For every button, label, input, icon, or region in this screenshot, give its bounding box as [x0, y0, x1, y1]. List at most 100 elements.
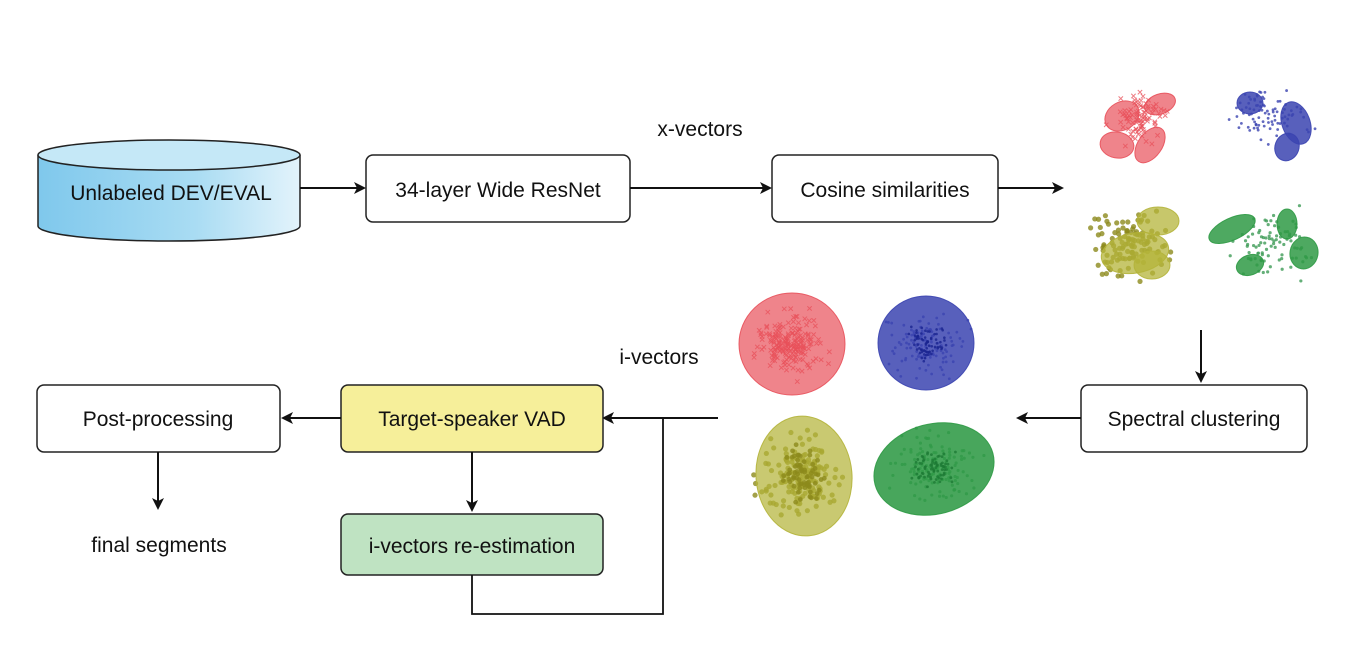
- green-cluster-point: [938, 480, 942, 484]
- green-cluster-point: [1299, 279, 1303, 283]
- red-cluster-point: [807, 336, 813, 342]
- olive-cluster-point: [816, 487, 822, 493]
- blue-cluster-point: [940, 347, 943, 351]
- green-cluster-point: [923, 465, 927, 469]
- green-cluster-point: [920, 454, 924, 458]
- blue-cluster-point: [917, 337, 921, 340]
- red-cluster-point: [1128, 131, 1134, 137]
- blue-cluster-point: [1263, 90, 1267, 94]
- olive-cluster-point: [795, 489, 801, 495]
- resnet-box: 34-layer Wide ResNet: [365, 154, 631, 223]
- blue-cluster-point: [939, 340, 942, 344]
- olive-cluster-point: [1114, 220, 1120, 226]
- blue-cluster-point: [927, 353, 930, 357]
- blue-cluster-point: [1278, 99, 1282, 103]
- green-cluster-point: [943, 468, 947, 472]
- olive-cluster-point: [806, 482, 812, 488]
- green-cluster-point: [1264, 219, 1269, 223]
- red-cluster-point: [1152, 119, 1158, 125]
- blue-cluster-point: [944, 343, 948, 347]
- blue-cluster-point: [1276, 121, 1280, 125]
- blue-cluster-point: [1273, 118, 1277, 122]
- green-cluster-point: [1280, 253, 1284, 257]
- green-cluster-point: [916, 458, 920, 461]
- green-cluster-point: [1256, 251, 1260, 256]
- green-cluster-point: [926, 474, 930, 478]
- red-cluster-point: [1133, 126, 1139, 132]
- blue-cluster-point: [1254, 122, 1258, 126]
- red-cluster-point: [1152, 120, 1158, 126]
- red-cluster-point: [768, 337, 774, 343]
- xvector-cluster-scatter: [1088, 89, 1319, 284]
- green-cluster-point: [1246, 242, 1250, 247]
- green-cluster-point: [1228, 254, 1232, 258]
- blue-cluster-point: [1251, 117, 1255, 121]
- olive-cluster-ellipse: [1136, 206, 1180, 236]
- green-cluster-point: [936, 475, 940, 479]
- blue-cluster-point: [1257, 116, 1261, 119]
- blue-cluster-point: [923, 336, 927, 339]
- green-cluster-ellipse: [1208, 213, 1256, 245]
- green-cluster-point: [942, 464, 945, 468]
- blue-cluster-point: [907, 332, 911, 336]
- green-cluster-point: [944, 462, 947, 466]
- blue-cluster-point: [915, 348, 919, 351]
- olive-cluster-point: [810, 468, 816, 474]
- blue-cluster-point: [1285, 89, 1288, 92]
- olive-cluster-point: [1103, 271, 1110, 277]
- green-cluster-point: [946, 462, 950, 466]
- tsvad-box: Target-speaker VAD: [340, 384, 604, 453]
- red-cluster-point: [775, 345, 781, 351]
- red-cluster-point: [785, 331, 791, 337]
- green-cluster-point: [934, 478, 938, 481]
- blue-cluster-point: [1260, 108, 1264, 112]
- blue-cluster-point: [922, 353, 926, 356]
- green-cluster-point: [934, 466, 938, 470]
- blue-cluster-point: [1261, 120, 1265, 124]
- red-cluster-point: [1145, 116, 1151, 122]
- red-cluster-point: [1137, 125, 1144, 131]
- red-cluster-point: [774, 355, 780, 361]
- green-cluster-point: [1261, 270, 1265, 275]
- green-cluster-point: [1274, 238, 1278, 242]
- blue-cluster-point: [915, 331, 918, 334]
- olive-cluster-point: [1120, 225, 1126, 231]
- red-cluster-point: [771, 354, 777, 360]
- green-cluster-point: [1294, 233, 1298, 237]
- olive-cluster-point: [1088, 225, 1094, 231]
- olive-cluster-point: [798, 466, 804, 472]
- green-cluster-point: [1266, 270, 1270, 274]
- olive-cluster-ellipse: [1133, 250, 1171, 280]
- red-cluster-point: [783, 352, 789, 358]
- red-cluster-point: [1137, 89, 1143, 95]
- green-cluster-point: [931, 458, 935, 462]
- green-cluster-ellipse: [1276, 208, 1298, 240]
- olive-cluster-point: [1120, 219, 1126, 225]
- olive-cluster-point: [812, 480, 818, 486]
- olive-cluster-point: [793, 442, 799, 448]
- blue-cluster-point: [1273, 114, 1277, 118]
- olive-cluster-point: [787, 479, 793, 485]
- blue-cluster-point: [935, 342, 939, 345]
- red-cluster-point: [793, 354, 799, 360]
- olive-cluster-point: [802, 485, 808, 491]
- blue-cluster-point: [1262, 97, 1266, 101]
- red-cluster-point: [807, 341, 813, 347]
- xvectors-label: x-vectors: [657, 118, 742, 141]
- olive-cluster-point: [1168, 249, 1174, 255]
- blue-cluster-point: [935, 332, 938, 336]
- green-cluster-point: [950, 466, 954, 470]
- red-cluster-point: [781, 345, 787, 351]
- blue-cluster-point: [1248, 128, 1252, 132]
- red-cluster-point: [785, 336, 791, 342]
- green-cluster-point: [933, 480, 936, 484]
- blue-cluster-point: [1256, 126, 1259, 130]
- olive-cluster-point: [815, 457, 820, 463]
- green-cluster-point: [926, 451, 930, 455]
- green-cluster-point: [940, 468, 944, 471]
- green-cluster-point: [922, 458, 926, 462]
- blue-cluster-point: [921, 338, 925, 342]
- red-cluster-point: [1135, 131, 1141, 137]
- blue-cluster-point: [935, 328, 938, 331]
- blue-cluster-point: [1271, 123, 1274, 126]
